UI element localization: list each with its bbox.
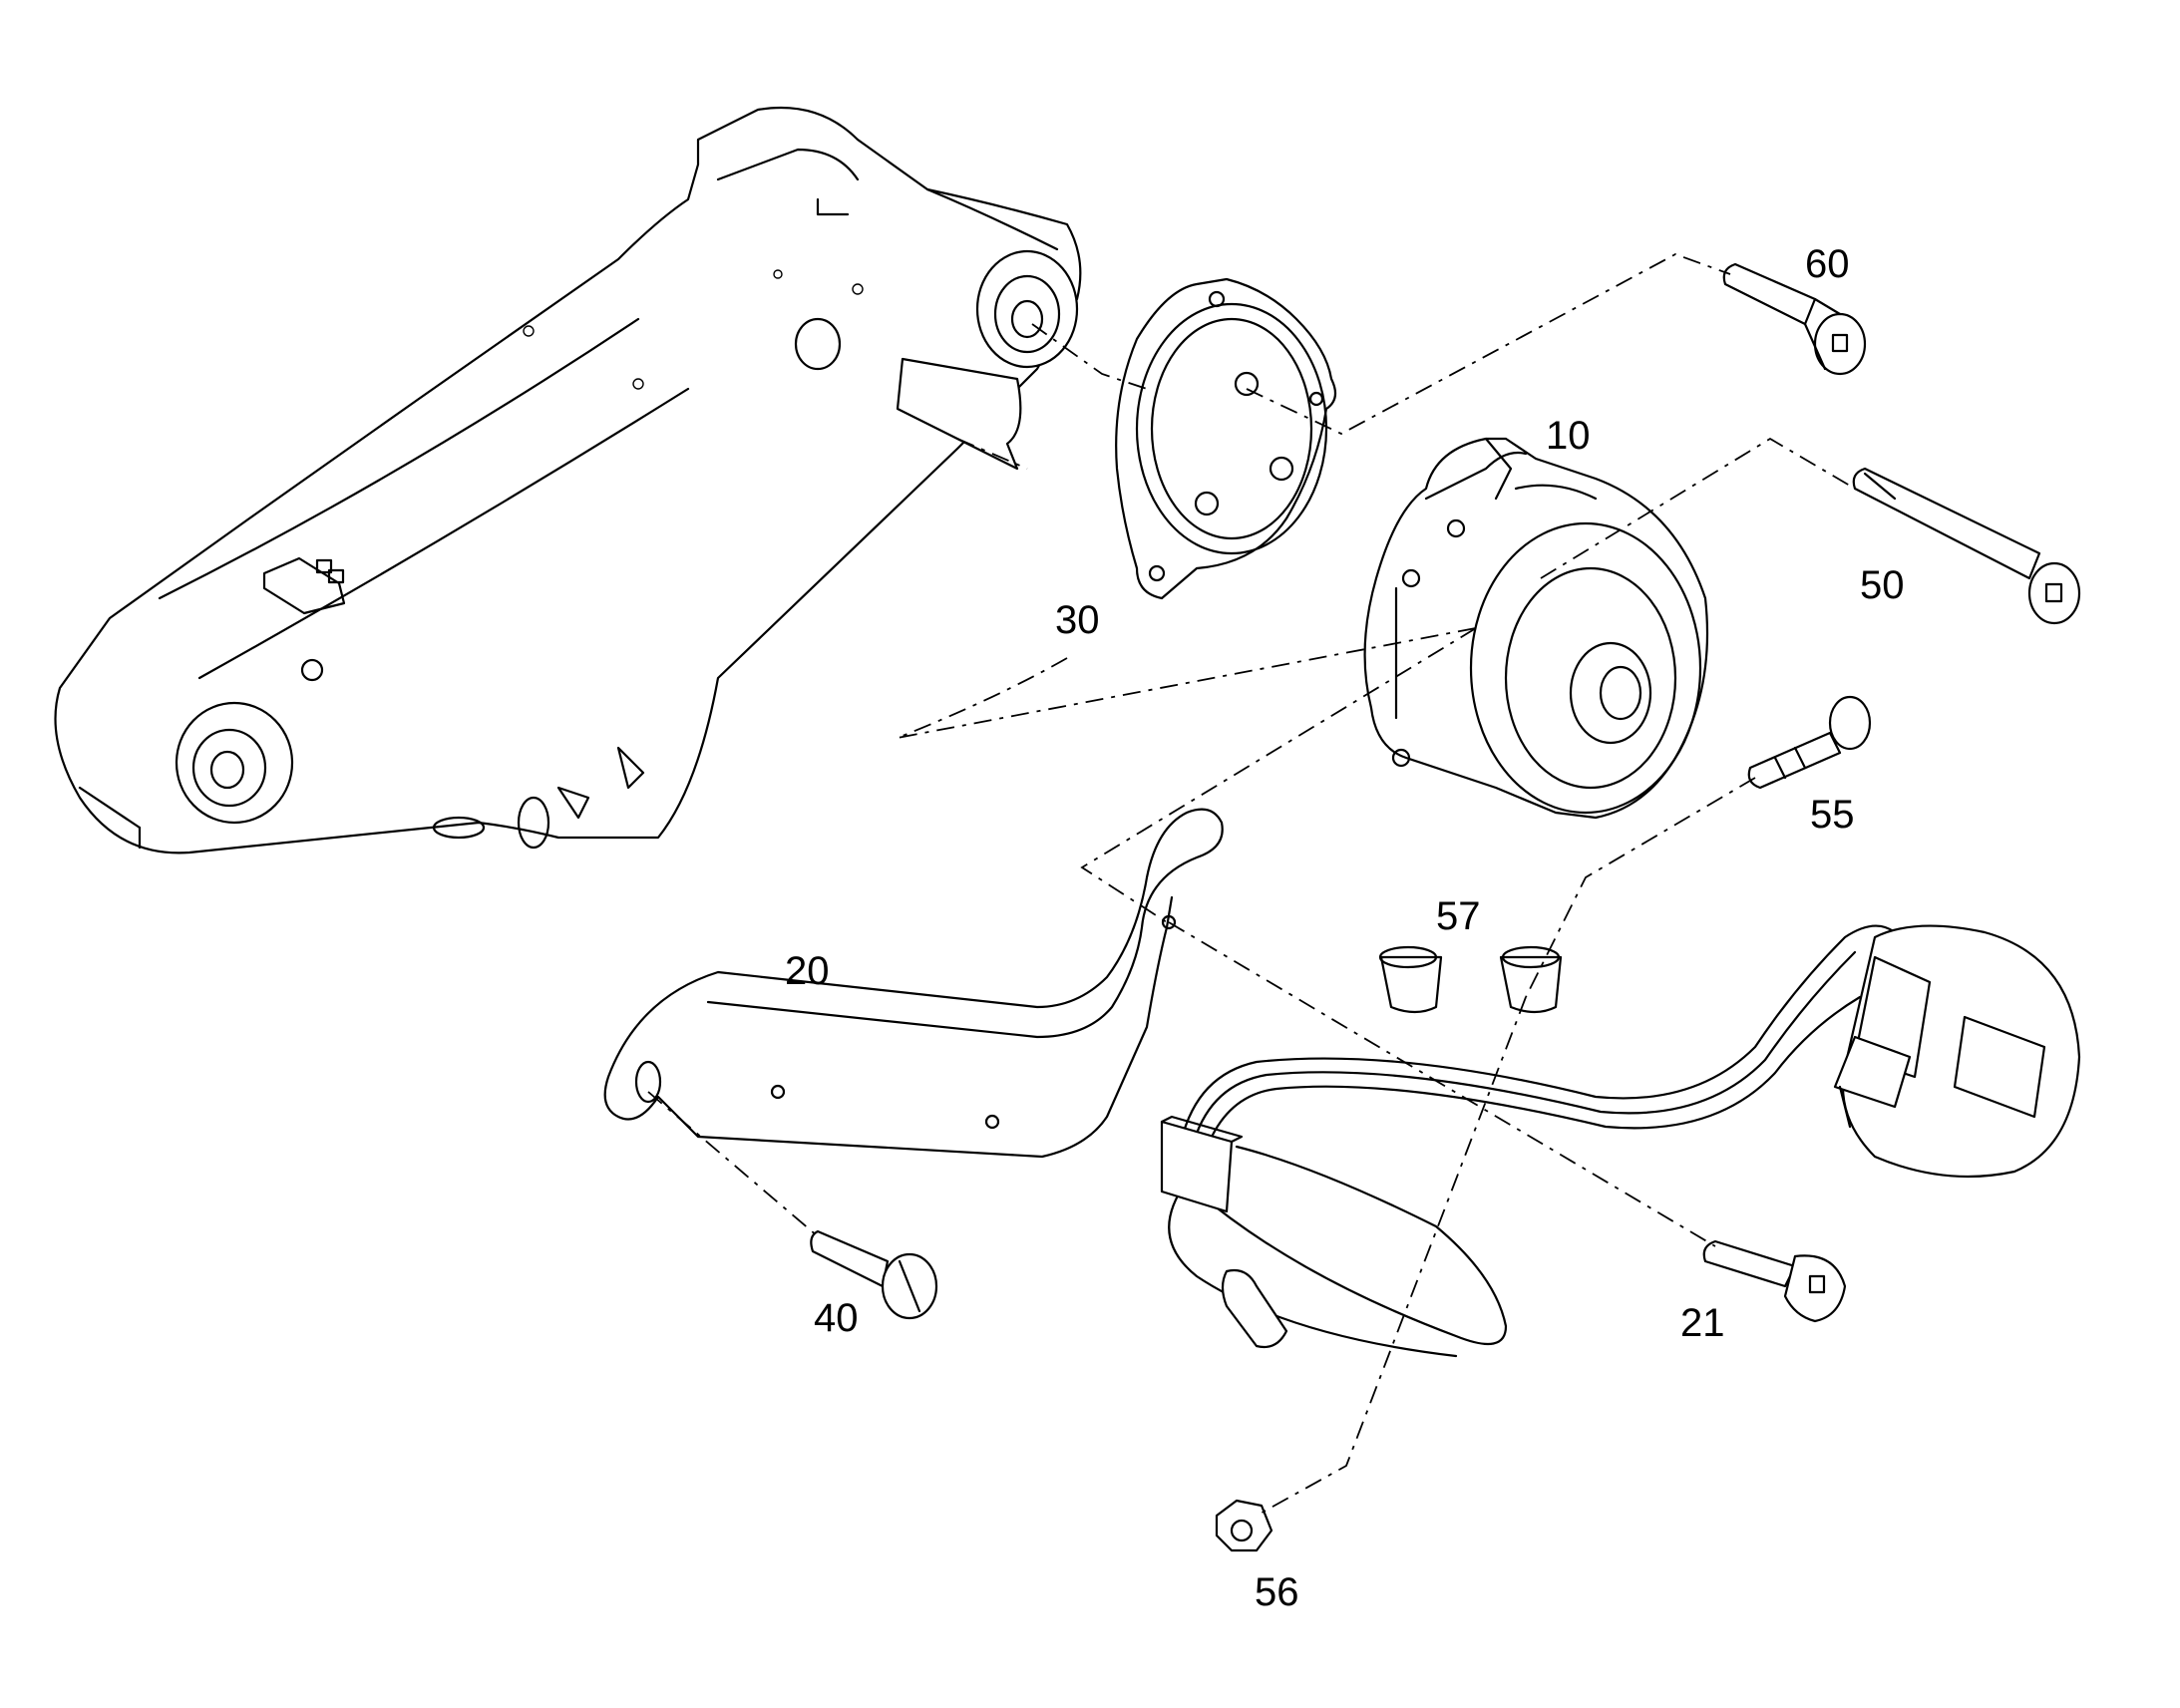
part-30-flange-plate <box>1115 277 1337 600</box>
callouts: 60 10 50 30 55 57 20 40 21 56 <box>785 242 1905 1614</box>
callout-56: 56 <box>1255 1570 1299 1614</box>
callout-30: 30 <box>1055 598 1100 642</box>
arm-housing <box>54 106 1082 854</box>
part-10-motor <box>1363 437 1709 820</box>
part-56-nut <box>1215 1499 1273 1552</box>
center-lines <box>647 253 1856 1517</box>
callout-20: 20 <box>785 949 830 993</box>
callout-60: 60 <box>1805 242 1850 286</box>
part-57-grommets <box>1378 945 1563 1014</box>
callout-10: 10 <box>1546 414 1591 458</box>
part-50-bolt <box>1852 467 2081 625</box>
part-60-bolt <box>1722 262 1867 376</box>
callout-40: 40 <box>814 1296 859 1340</box>
part-55-bolt <box>1747 695 1872 790</box>
callout-55: 55 <box>1810 793 1855 837</box>
callout-50: 50 <box>1860 563 1905 607</box>
callout-57: 57 <box>1436 894 1481 938</box>
callout-21: 21 <box>1680 1301 1725 1345</box>
sensor-cable-assembly <box>1160 924 2081 1358</box>
part-21-screw <box>1702 1239 1847 1323</box>
part-20-bracket <box>603 808 1224 1159</box>
